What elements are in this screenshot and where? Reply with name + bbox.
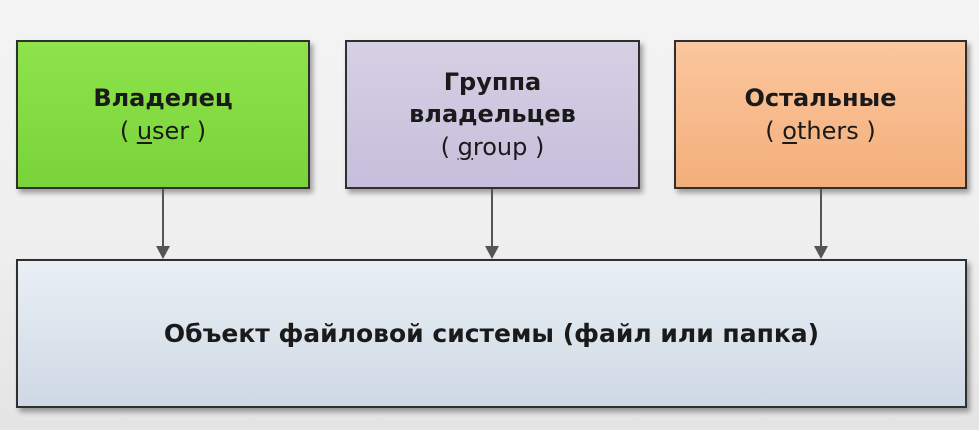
arrow-group-head xyxy=(485,246,499,259)
arrow-group-to-object xyxy=(485,189,499,259)
others-title: Остальные xyxy=(744,83,897,112)
filesystem-object-title: Объект файловой системы (файл или папка) xyxy=(163,318,820,348)
arrow-others-head xyxy=(814,246,828,259)
group-subtitle: ( group ) xyxy=(441,130,545,164)
user-subtitle-close: ) xyxy=(189,116,207,145)
others-subtitle-underlined-letter: o xyxy=(782,116,797,145)
group-subtitle-close: ) xyxy=(527,132,545,161)
group-subtitle-underlined-letter: g xyxy=(457,132,473,161)
user-subtitle-rest: ser xyxy=(152,116,190,145)
others-subtitle-rest: thers xyxy=(796,116,859,145)
arrow-user-to-object xyxy=(156,189,170,259)
group-subtitle-rest: roup xyxy=(472,132,528,161)
user-box: Владелец ( user ) xyxy=(16,40,310,189)
others-box: Остальные ( others ) xyxy=(674,40,967,189)
arrow-user-head xyxy=(156,246,170,259)
others-subtitle: ( others ) xyxy=(765,114,875,148)
others-subtitle-open: ( xyxy=(765,116,783,145)
arrow-others-to-object xyxy=(814,189,828,259)
user-subtitle: ( user ) xyxy=(120,114,206,148)
user-subtitle-underlined-letter: u xyxy=(136,116,153,145)
user-subtitle-open: ( xyxy=(119,116,137,145)
group-title-line1: Группа xyxy=(443,67,542,96)
group-box: Группа владельцев ( group ) xyxy=(345,40,640,189)
user-title: Владелец xyxy=(93,83,233,112)
filesystem-object-box: Объект файловой системы (файл или папка) xyxy=(16,259,967,408)
group-title-line2: владельцев xyxy=(409,99,576,128)
others-subtitle-close: ) xyxy=(858,116,876,145)
group-subtitle-open: ( xyxy=(440,132,458,161)
